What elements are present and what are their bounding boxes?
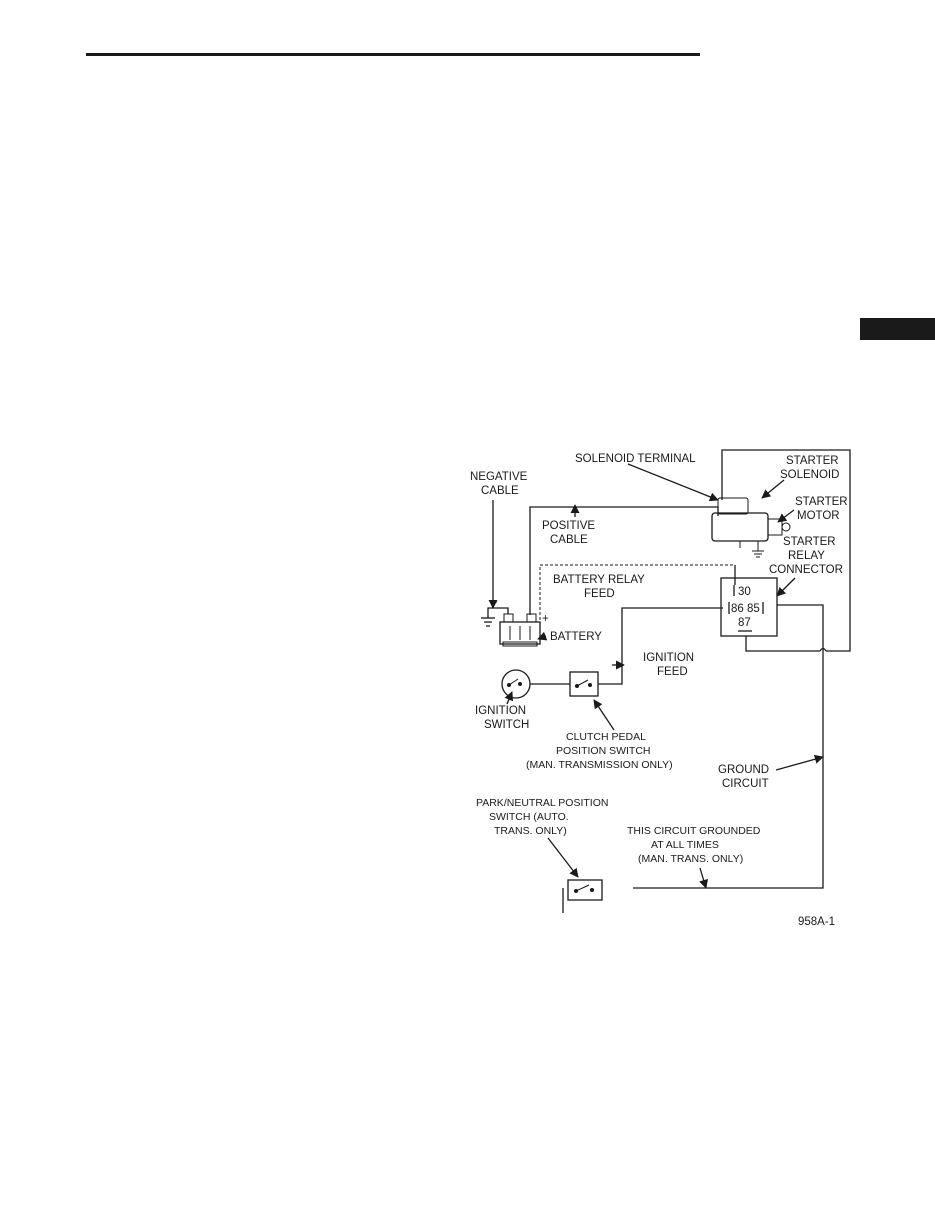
label-battery: BATTERY: [550, 631, 602, 643]
figure-id: 958A-1: [798, 916, 835, 928]
label-grounded-note-line2: AT ALL TIMES: [651, 839, 719, 851]
label-grounded-note-line1: THIS CIRCUIT GROUNDED: [627, 825, 761, 837]
label-positive-cable-line2: CABLE: [550, 534, 588, 546]
label-ignition-switch-line2: SWITCH: [484, 719, 529, 731]
label-starter-solenoid-line1: STARTER: [786, 455, 839, 467]
label-battery-relay-feed-line2: FEED: [584, 588, 615, 600]
ignition-feed-wire: [598, 607, 723, 685]
label-ground-circuit-line2: CIRCUIT: [722, 778, 769, 790]
label-relay-connector-line2: RELAY: [788, 550, 825, 562]
label-ground-circuit-line1: GROUND: [718, 764, 769, 776]
ignition-switch-symbol: [501, 669, 531, 699]
ground-circuit-wire: [633, 604, 824, 889]
diagram-labels: SOLENOID TERMINAL STARTER SOLENOID START…: [470, 453, 848, 928]
label-battery-relay-feed-line1: BATTERY RELAY: [553, 574, 645, 586]
wire-crossover: [819, 647, 827, 652]
relay-87-to-solenoid-wire: [745, 636, 820, 652]
wiring: [529, 449, 851, 913]
label-clutch-switch-line2: POSITION SWITCH: [556, 745, 651, 757]
label-starter-motor-line1: STARTER: [795, 496, 848, 508]
label-relay-connector-line1: STARTER: [783, 536, 836, 548]
label-relay-connector-line3: CONNECTOR: [769, 564, 843, 576]
clutch-pedal-switch-symbol: [569, 671, 599, 697]
label-park-neutral-line2: SWITCH (AUTO.: [489, 811, 569, 823]
battery-plus-label: +: [542, 613, 549, 625]
starter-solenoid-feed-wire: [721, 449, 851, 652]
label-ignition-feed-line1: IGNITION: [643, 652, 694, 664]
label-negative-cable-line2: CABLE: [481, 485, 519, 497]
label-starter-motor-line2: MOTOR: [797, 510, 840, 522]
label-clutch-switch-line3: (MAN. TRANSMISSION ONLY): [526, 759, 673, 771]
label-positive-cable-line1: POSITIVE: [542, 520, 595, 532]
relay-pin-30: 30: [738, 586, 751, 598]
section-tab-marker: [860, 318, 935, 340]
relay-pin-87: 87: [738, 617, 751, 629]
leader-arrows: [488, 463, 824, 889]
park-neutral-switch-symbol: [567, 879, 603, 901]
label-park-neutral-line3: TRANS. ONLY): [494, 825, 567, 837]
battery-minus-label: −: [491, 597, 498, 609]
starter-motor-symbol: [711, 497, 791, 558]
label-starter-solenoid-line2: SOLENOID: [780, 469, 839, 481]
header-rule: [86, 53, 700, 56]
label-ignition-feed-line2: FEED: [657, 666, 688, 678]
label-grounded-note-line3: (MAN. TRANS. ONLY): [638, 853, 743, 865]
label-clutch-switch-line1: CLUTCH PEDAL: [566, 731, 646, 743]
label-negative-cable-line1: NEGATIVE: [470, 471, 528, 483]
battery-relay-feed-wire: [539, 564, 735, 620]
label-ignition-switch-line1: IGNITION: [475, 705, 526, 717]
label-park-neutral-line1: PARK/NEUTRAL POSITION: [476, 797, 608, 809]
starter-relay-symbol: 30 86 85 87: [720, 577, 778, 637]
relay-pins-86-85: 86 85: [731, 603, 760, 615]
label-solenoid-terminal: SOLENOID TERMINAL: [575, 453, 696, 465]
